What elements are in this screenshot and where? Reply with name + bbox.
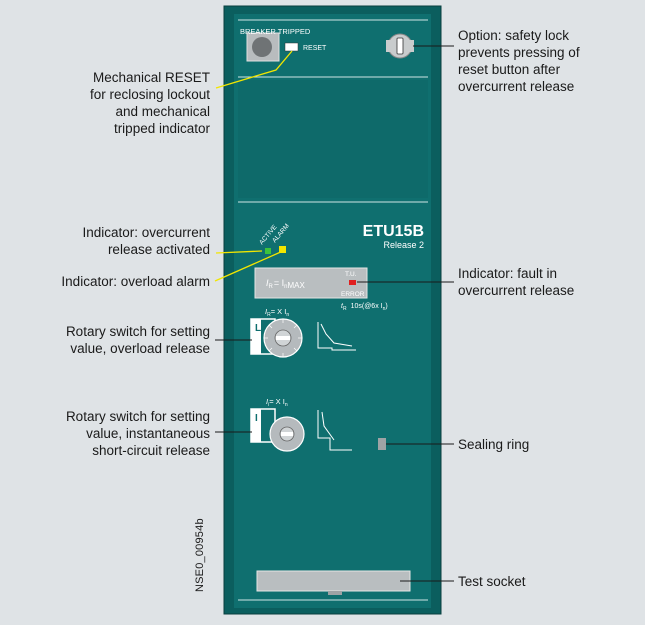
callout-overcurrent-activated: Indicator: overcurrent release activated [82,225,210,257]
error-led [349,280,356,285]
document-id: NSE0_00954b [194,518,206,592]
switch-l-i: I [265,307,267,316]
display-max: MAX [287,281,305,290]
switch-i-letter: I [255,413,258,424]
display-i: I [266,278,269,288]
tu-label: T.U. [345,271,357,278]
reset-label: RESET [303,45,327,52]
callout-rotary-overload: Rotary switch for setting value, overloa… [65,324,210,356]
test-socket [256,570,411,592]
display-window [254,267,368,299]
error-label: ERROR [341,291,365,298]
callout-mechanical-reset: Mechanical RESET for reclosing lockout a… [89,70,210,136]
sealing-ring [378,438,386,450]
active-led [265,248,271,254]
callout-rotary-instant: Rotary switch for setting value, instant… [65,409,210,458]
display-eq: = I [274,278,284,288]
model-label: ETU15B [363,223,424,240]
upper-blank-panel [238,80,428,198]
tr-label: 10s(@6x I [351,303,383,310]
callout-sealing-ring: Sealing ring [458,437,530,452]
switch-l-letter: L [255,323,261,334]
svg-text:IR= InMAX: IR= InMAX [266,278,305,290]
alarm-led [279,246,286,253]
release-label: Release 2 [383,240,424,250]
switch-l-tab [251,319,261,354]
callout-test-socket: Test socket [458,574,526,589]
callout-fault: Indicator: fault in overcurrent release [458,266,575,298]
switch-l-mult: = X I [271,307,287,316]
reset-button [284,42,299,52]
callout-safety-lock: Option: safety lock prevents pressing of… [458,28,580,94]
switch-i-mult: = X I [269,397,285,406]
tripped-indicator-icon [252,37,272,57]
callout-overload-alarm: Indicator: overload alarm [61,274,210,289]
svg-text:IR= X In: IR= X In [265,307,289,318]
breaker-tripped-label: BREAKER TRIPPED [240,27,311,36]
switch-i-tab [251,409,261,442]
svg-text:Ii= X In: Ii= X In [266,397,288,408]
